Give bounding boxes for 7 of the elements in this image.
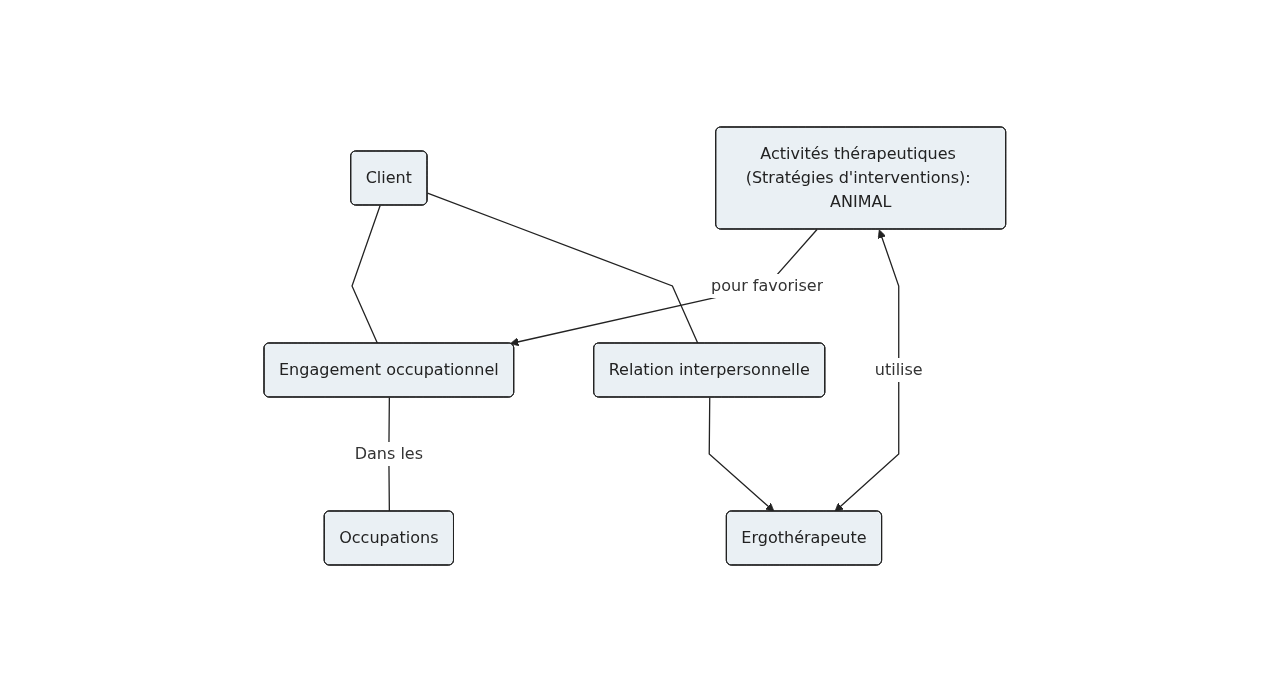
edge-label: pour favoriser <box>711 275 824 295</box>
connector <box>351 204 381 344</box>
connector <box>427 191 699 344</box>
edge-label: Dans les <box>354 443 424 463</box>
arrow <box>708 396 775 512</box>
arrow <box>834 228 900 512</box>
edge-label: utilise <box>874 359 923 379</box>
